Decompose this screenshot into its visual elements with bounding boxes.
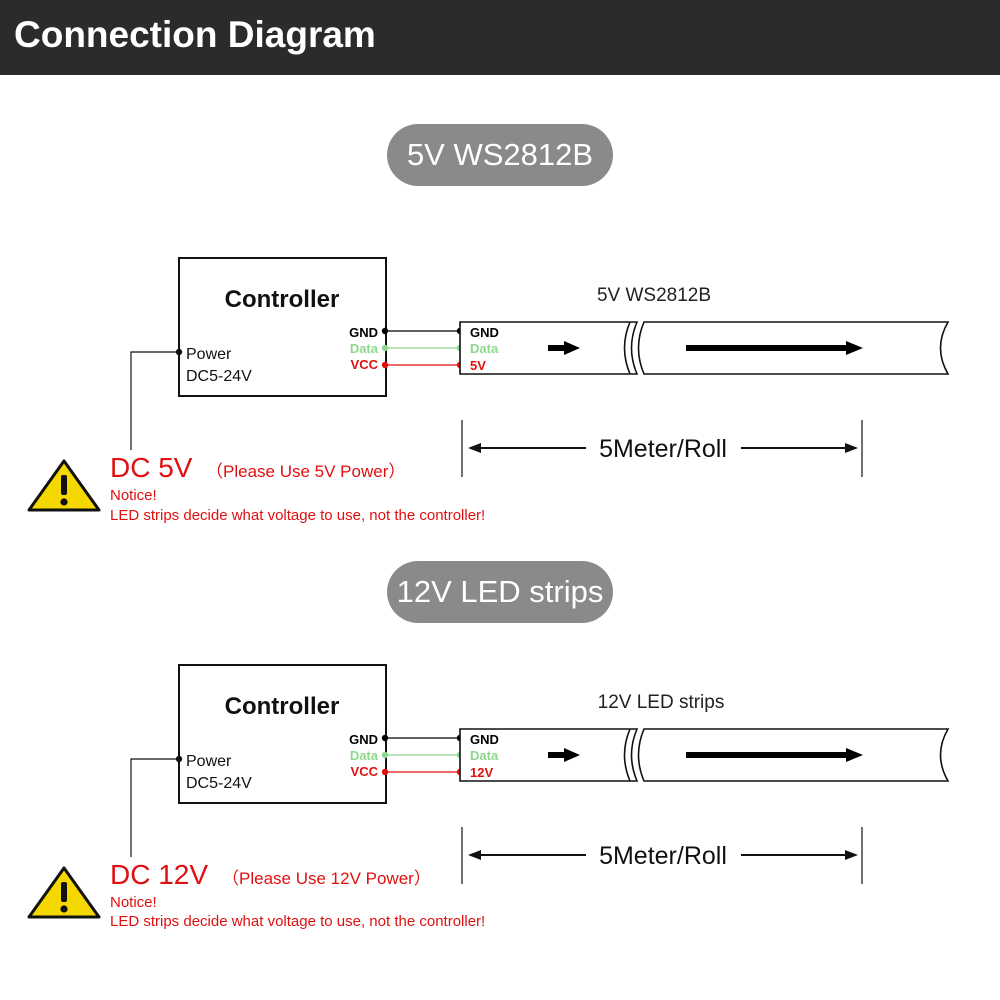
section-1-badge: 5V WS2812B <box>387 124 613 186</box>
direction-arrow-short <box>548 341 580 355</box>
dc-voltage: DC 12V <box>110 859 208 890</box>
dc-note: （Please Use 12V Power） <box>222 869 431 888</box>
vcc-node <box>381 768 389 776</box>
controller-pin-data: Data <box>350 748 379 763</box>
notice-text: LED strips decide what voltage to use, n… <box>110 913 485 930</box>
controller-box <box>178 257 387 397</box>
warning-icon <box>27 459 101 512</box>
controller-pin-vcc: VCC <box>351 357 379 372</box>
power-label: Power <box>186 753 232 770</box>
strip-pin-vcc: 5V <box>470 358 486 373</box>
header-bar: Connection Diagram <box>0 0 1000 75</box>
notice-title: Notice! <box>110 487 157 504</box>
power-node <box>175 755 183 763</box>
controller-box <box>178 664 387 804</box>
dimension-right-arrow <box>845 850 858 860</box>
dimension-left-arrow <box>468 443 481 453</box>
section-2-diagram: Controller GND Data VCC Power DC5-24V GN… <box>27 664 950 930</box>
controller-pin-gnd: GND <box>349 325 378 340</box>
controller-title: Controller <box>225 286 340 313</box>
direction-arrow-short <box>548 748 580 762</box>
strip-pin-gnd: GND <box>470 325 499 340</box>
section-2-badge: 12V LED strips <box>387 561 613 623</box>
controller-title: Controller <box>225 693 340 720</box>
power-wire <box>130 351 179 450</box>
warning-icon <box>27 866 101 919</box>
power-range: DC5-24V <box>186 775 252 792</box>
controller-pin-vcc: VCC <box>351 764 379 779</box>
page-title: Connection Diagram <box>14 14 376 55</box>
gnd-node <box>381 734 389 742</box>
controller-pin-gnd: GND <box>349 732 378 747</box>
strip-pin-gnd: GND <box>470 732 499 747</box>
section-1-diagram: Controller GND Data VCC Power DC5-24V GN… <box>27 257 950 524</box>
data-node <box>381 751 389 759</box>
notice-title: Notice! <box>110 894 157 911</box>
direction-arrow-long <box>686 341 863 355</box>
power-wire <box>130 758 179 857</box>
strip-pin-vcc: 12V <box>470 765 493 780</box>
dimension-right-arrow <box>845 443 858 453</box>
dimension-left-arrow <box>468 850 481 860</box>
strip-pin-data: Data <box>470 748 499 763</box>
strip-title: 5V WS2812B <box>597 285 711 306</box>
length-label: 5Meter/Roll <box>599 435 727 463</box>
dc-voltage: DC 5V <box>110 452 193 483</box>
dc-note: （Please Use 5V Power） <box>206 462 405 481</box>
strip-pin-data: Data <box>470 341 499 356</box>
gnd-node <box>381 327 389 335</box>
notice-text: LED strips decide what voltage to use, n… <box>110 507 485 524</box>
power-node <box>175 348 183 356</box>
data-node <box>381 344 389 352</box>
controller-pin-data: Data <box>350 341 379 356</box>
power-range: DC5-24V <box>186 368 252 385</box>
power-label: Power <box>186 346 232 363</box>
strip-title: 12V LED strips <box>598 692 725 713</box>
vcc-node <box>381 361 389 369</box>
length-label: 5Meter/Roll <box>599 842 727 870</box>
direction-arrow-long <box>686 748 863 762</box>
